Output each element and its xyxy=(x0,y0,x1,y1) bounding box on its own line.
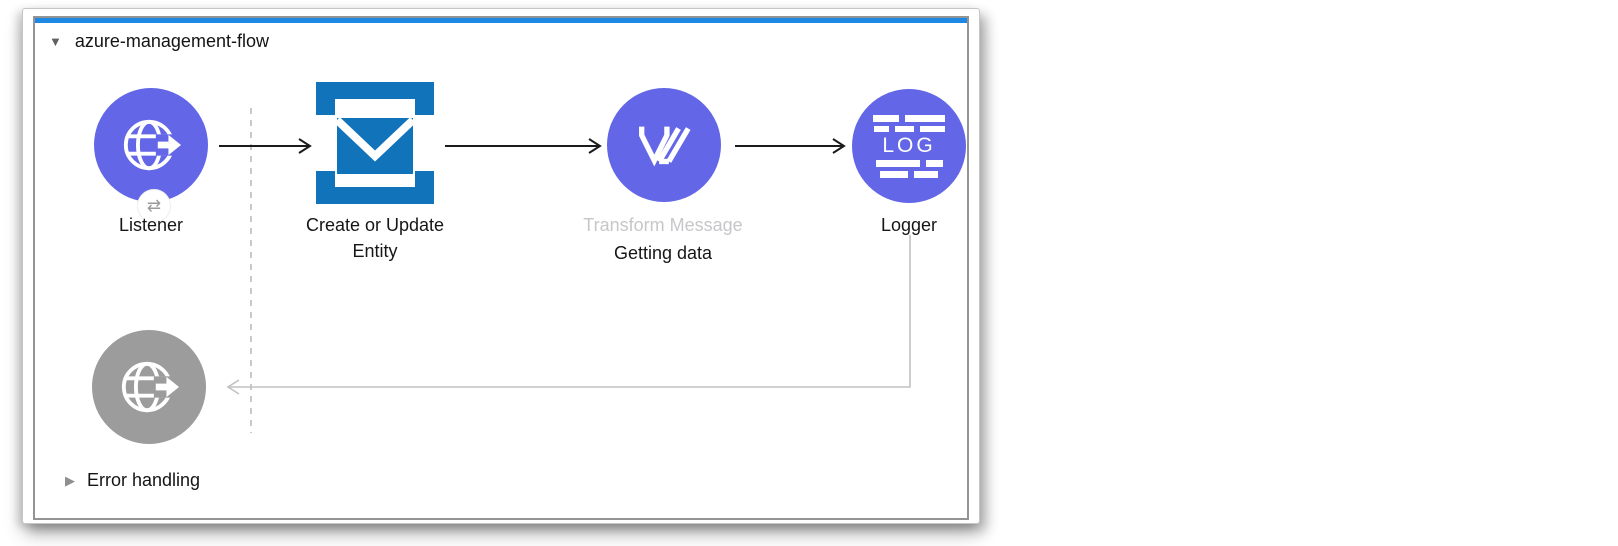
error-handling-section: ▶ Error handling xyxy=(65,470,200,491)
flow-container[interactable]: ▼ azure-management-flow xyxy=(33,16,969,520)
azure-envelope-brackets-icon xyxy=(316,82,434,204)
node-sublabel-getting-data: Getting data xyxy=(613,243,713,263)
globe-arrow-icon xyxy=(121,361,180,413)
bidirectional-arrows-icon: ⇄ xyxy=(146,196,162,215)
globe-arrow-icon xyxy=(123,119,182,171)
log-icon-text: LOG xyxy=(882,133,936,157)
node-label-logger: Logger xyxy=(880,215,938,235)
node-label-transform-message: Transform Message xyxy=(583,215,743,235)
node-create-or-update-entity[interactable] xyxy=(316,82,434,204)
node-label-create-or-update-entity: Create or Update Entity xyxy=(290,212,460,264)
node-label-listener: Listener xyxy=(118,215,184,235)
editor-canvas[interactable]: ▼ azure-management-flow xyxy=(22,8,980,524)
event-source-badge: ⇄ xyxy=(137,189,171,223)
flow-arrow-transform-to-logger xyxy=(735,138,846,154)
node-label-line1: Create or Update xyxy=(305,215,445,235)
flow-arrow-listener-to-entity xyxy=(219,138,312,154)
flow-arrow-entity-to-transform xyxy=(445,138,602,154)
node-label-line2: Entity xyxy=(352,241,398,261)
flow-accent-bar xyxy=(35,18,967,23)
error-handling-label: Error handling xyxy=(87,470,201,490)
log-lines-icon: LOG xyxy=(871,114,947,178)
collapse-flow-icon[interactable]: ▼ xyxy=(49,34,62,49)
node-http-request-disabled[interactable] xyxy=(92,330,206,444)
flow-header: ▼ azure-management-flow xyxy=(49,31,269,52)
flow-title: azure-management-flow xyxy=(74,31,269,51)
expand-error-handling-icon[interactable]: ▶ xyxy=(65,473,75,488)
node-transform-message[interactable] xyxy=(607,88,721,202)
node-listener[interactable] xyxy=(94,88,208,202)
dataweave-icon xyxy=(639,126,691,167)
node-logger[interactable]: LOG xyxy=(852,89,966,203)
